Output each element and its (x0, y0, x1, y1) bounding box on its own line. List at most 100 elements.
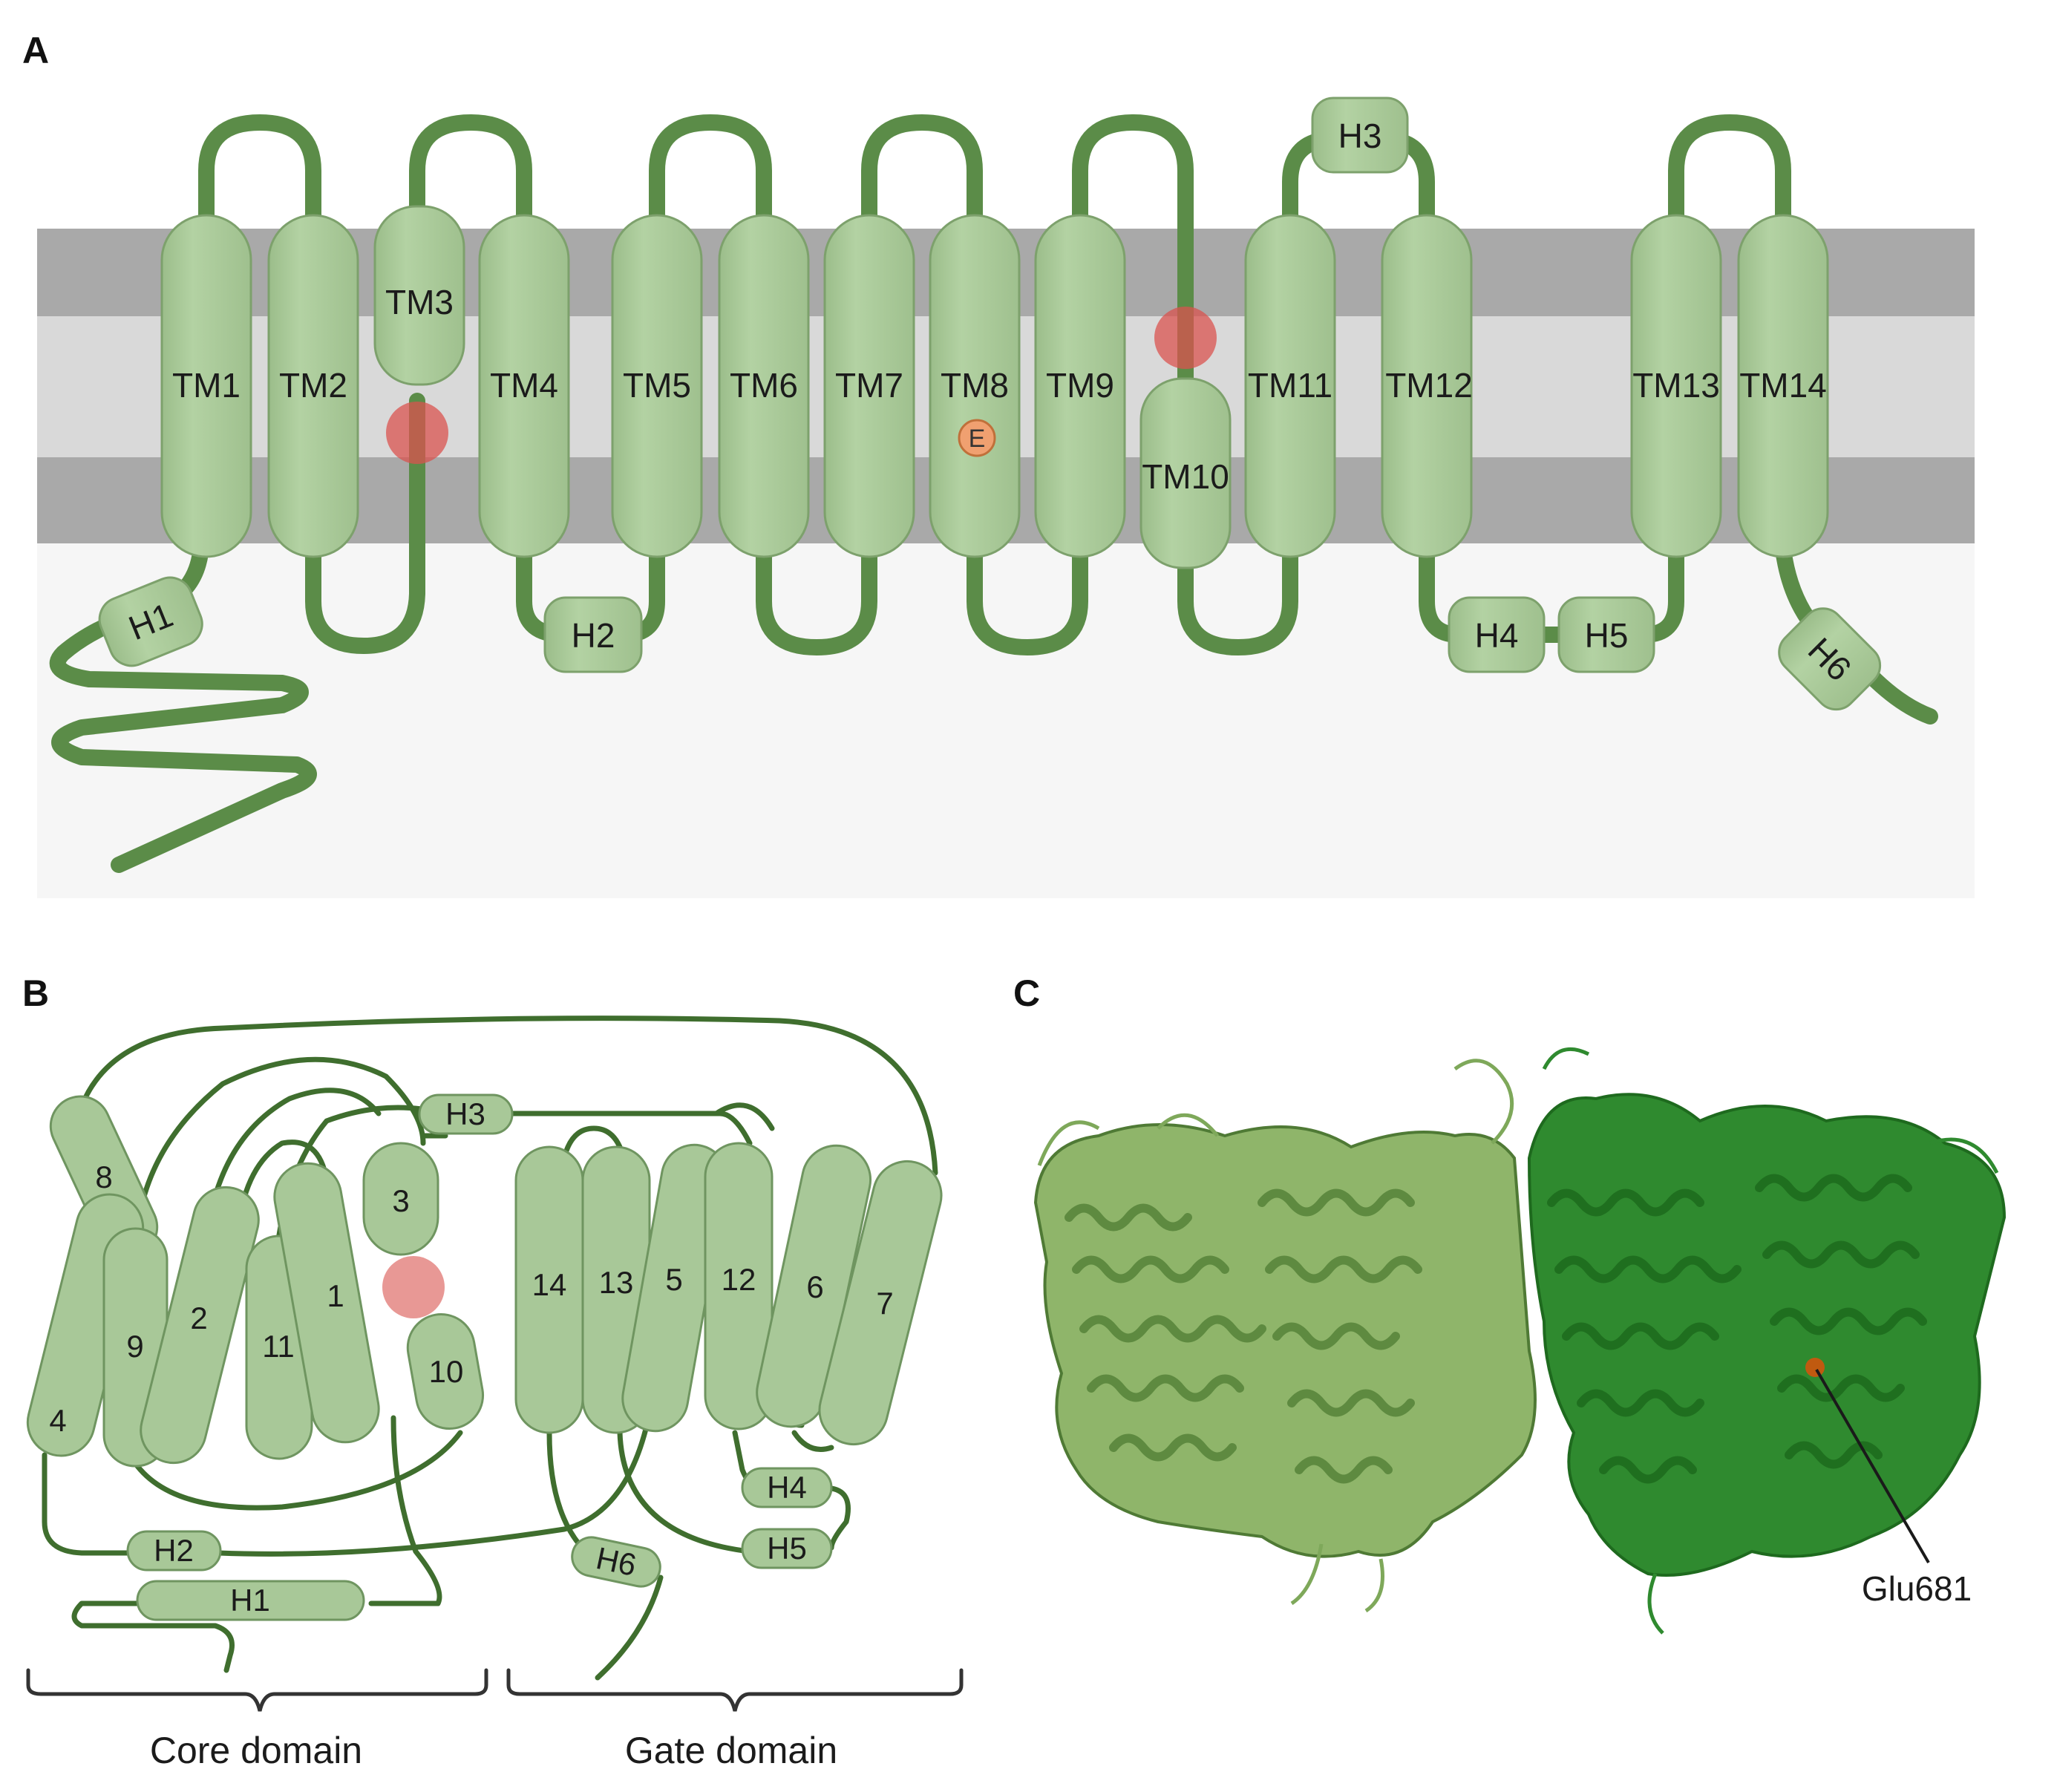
topology-loops (49, 114, 1938, 873)
gate-domain-label: Gate domain (625, 1730, 837, 1771)
panel-b-letter: B (22, 972, 49, 1014)
tm6-label: TM6 (730, 366, 798, 405)
b-label-11: 11 (262, 1329, 295, 1364)
glu681-label: Glu681 (1862, 1569, 1972, 1608)
tm9-label: TM9 (1046, 366, 1114, 405)
loop-tm6-tm7 (756, 541, 877, 655)
b-label-8: 8 (95, 1160, 112, 1194)
b-label-7: 7 (876, 1286, 893, 1321)
h4-label: H4 (1475, 616, 1519, 655)
panel-b-helices (26, 1093, 943, 1621)
helix-b-2 (140, 1186, 260, 1465)
b-label-4: 4 (49, 1403, 66, 1438)
panel-a-letter: A (22, 30, 49, 71)
helix-b-h1 (136, 1580, 365, 1621)
loop-tm3-tm4 (409, 114, 532, 231)
protomer-light-silhouette (1033, 1123, 1537, 1558)
tm12-label: TM12 (1385, 366, 1473, 405)
tm1-label: TM1 (172, 366, 241, 405)
helix-b-h5 (741, 1528, 833, 1569)
loop-tm5-tm6 (649, 114, 772, 231)
h5-helix (1557, 596, 1655, 673)
tm5-helix (611, 214, 703, 558)
short-helices-a (98, 97, 1882, 711)
tm1-helix (160, 214, 252, 558)
helix-b-10 (406, 1313, 485, 1430)
h6-helix (1778, 607, 1882, 711)
tm4-helix (478, 214, 570, 558)
protomer-light (1033, 1059, 1537, 1613)
tm13-label: TM13 (1632, 366, 1720, 405)
protomer-dark-silhouette (1527, 1093, 2007, 1577)
h3-label: H3 (1338, 117, 1382, 155)
domain-braces (26, 1668, 964, 1712)
tm11-label: TM11 (1248, 366, 1332, 405)
h3-helix (1311, 97, 1409, 174)
core-domain-brace (26, 1668, 488, 1712)
b-label-3: 3 (392, 1183, 409, 1218)
tm5-label: TM5 (623, 366, 691, 405)
b-label-h3: H3 (445, 1096, 485, 1131)
tm8-helix (929, 214, 1021, 558)
panel-b-crossover-marker (382, 1256, 445, 1318)
loop-tm13-tm14 (1668, 114, 1791, 231)
panel-b-labels: 1 2 3 4 5 6 7 8 9 10 11 12 13 14 H1 H2 H… (49, 1096, 893, 1618)
tm14-helix (1737, 214, 1829, 558)
tm7-label: TM7 (835, 366, 903, 405)
tm3-label: TM3 (385, 283, 454, 321)
b-label-9: 9 (126, 1329, 143, 1364)
tm-helices (160, 205, 1829, 569)
b-label-1: 1 (327, 1278, 344, 1313)
panel-c: C (1013, 972, 2007, 1635)
tm14-label: TM14 (1739, 366, 1827, 405)
tm3-helix (373, 205, 465, 386)
cytoplasm-region (37, 542, 1975, 898)
loop-tm7-tm8 (861, 114, 983, 231)
h5-label: H5 (1585, 616, 1629, 655)
helix-b-12 (704, 1142, 774, 1430)
tm11-helix (1244, 214, 1336, 558)
tm10-helix (1139, 377, 1232, 569)
tm4-label: TM4 (490, 366, 558, 405)
loop-tm10-tm11 (1177, 541, 1298, 655)
b-label-10: 10 (429, 1354, 464, 1389)
tm8-label: TM8 (941, 366, 1009, 405)
b-label-14: 14 (532, 1267, 567, 1302)
glutamate-marker (958, 419, 996, 457)
h2-label: H2 (572, 616, 615, 655)
helix-b-1 (273, 1162, 380, 1444)
tm3-crossover-marker (386, 402, 448, 464)
glu681-marker (1805, 1358, 1825, 1377)
h1-helix (98, 576, 203, 667)
b-label-6: 6 (806, 1269, 823, 1304)
panel-a: A (22, 30, 1975, 898)
helix-b-h2 (126, 1530, 222, 1572)
helix-b-3 (362, 1142, 439, 1256)
b-label-h5: H5 (767, 1531, 807, 1566)
glu681-callout-line (1815, 1368, 1930, 1564)
helix-b-h4 (741, 1467, 833, 1508)
core-domain-label: Core domain (150, 1730, 362, 1771)
loop-tm2-tm3 (305, 393, 425, 654)
glutamate-marker-label: E (969, 425, 986, 453)
tm13-helix (1630, 214, 1722, 558)
b-label-2: 2 (190, 1301, 207, 1335)
tm7-helix (823, 214, 915, 558)
b-label-13: 13 (599, 1265, 634, 1300)
loop-tm9-tm10 (1072, 114, 1194, 394)
panel-c-letter: C (1013, 972, 1040, 1014)
tm-labels: TM1 TM2 TM3 TM4 TM5 TM6 TM7 TM8 TM9 TM10… (172, 283, 1827, 496)
loop-tm1-tm2 (198, 114, 321, 231)
tm12-helix (1381, 214, 1473, 558)
tm2-helix (267, 214, 359, 558)
c-terminal-end (1863, 667, 1938, 725)
tm2-label: TM2 (279, 366, 347, 405)
helix-b-h6 (571, 1536, 661, 1588)
h4-helix (1448, 596, 1546, 673)
b-label-h2: H2 (154, 1533, 194, 1568)
loop-tm8-tm9 (967, 541, 1088, 655)
tm10-label: TM10 (1142, 457, 1229, 496)
h2-helix (543, 596, 643, 673)
protomer-dark (1527, 1047, 2007, 1635)
